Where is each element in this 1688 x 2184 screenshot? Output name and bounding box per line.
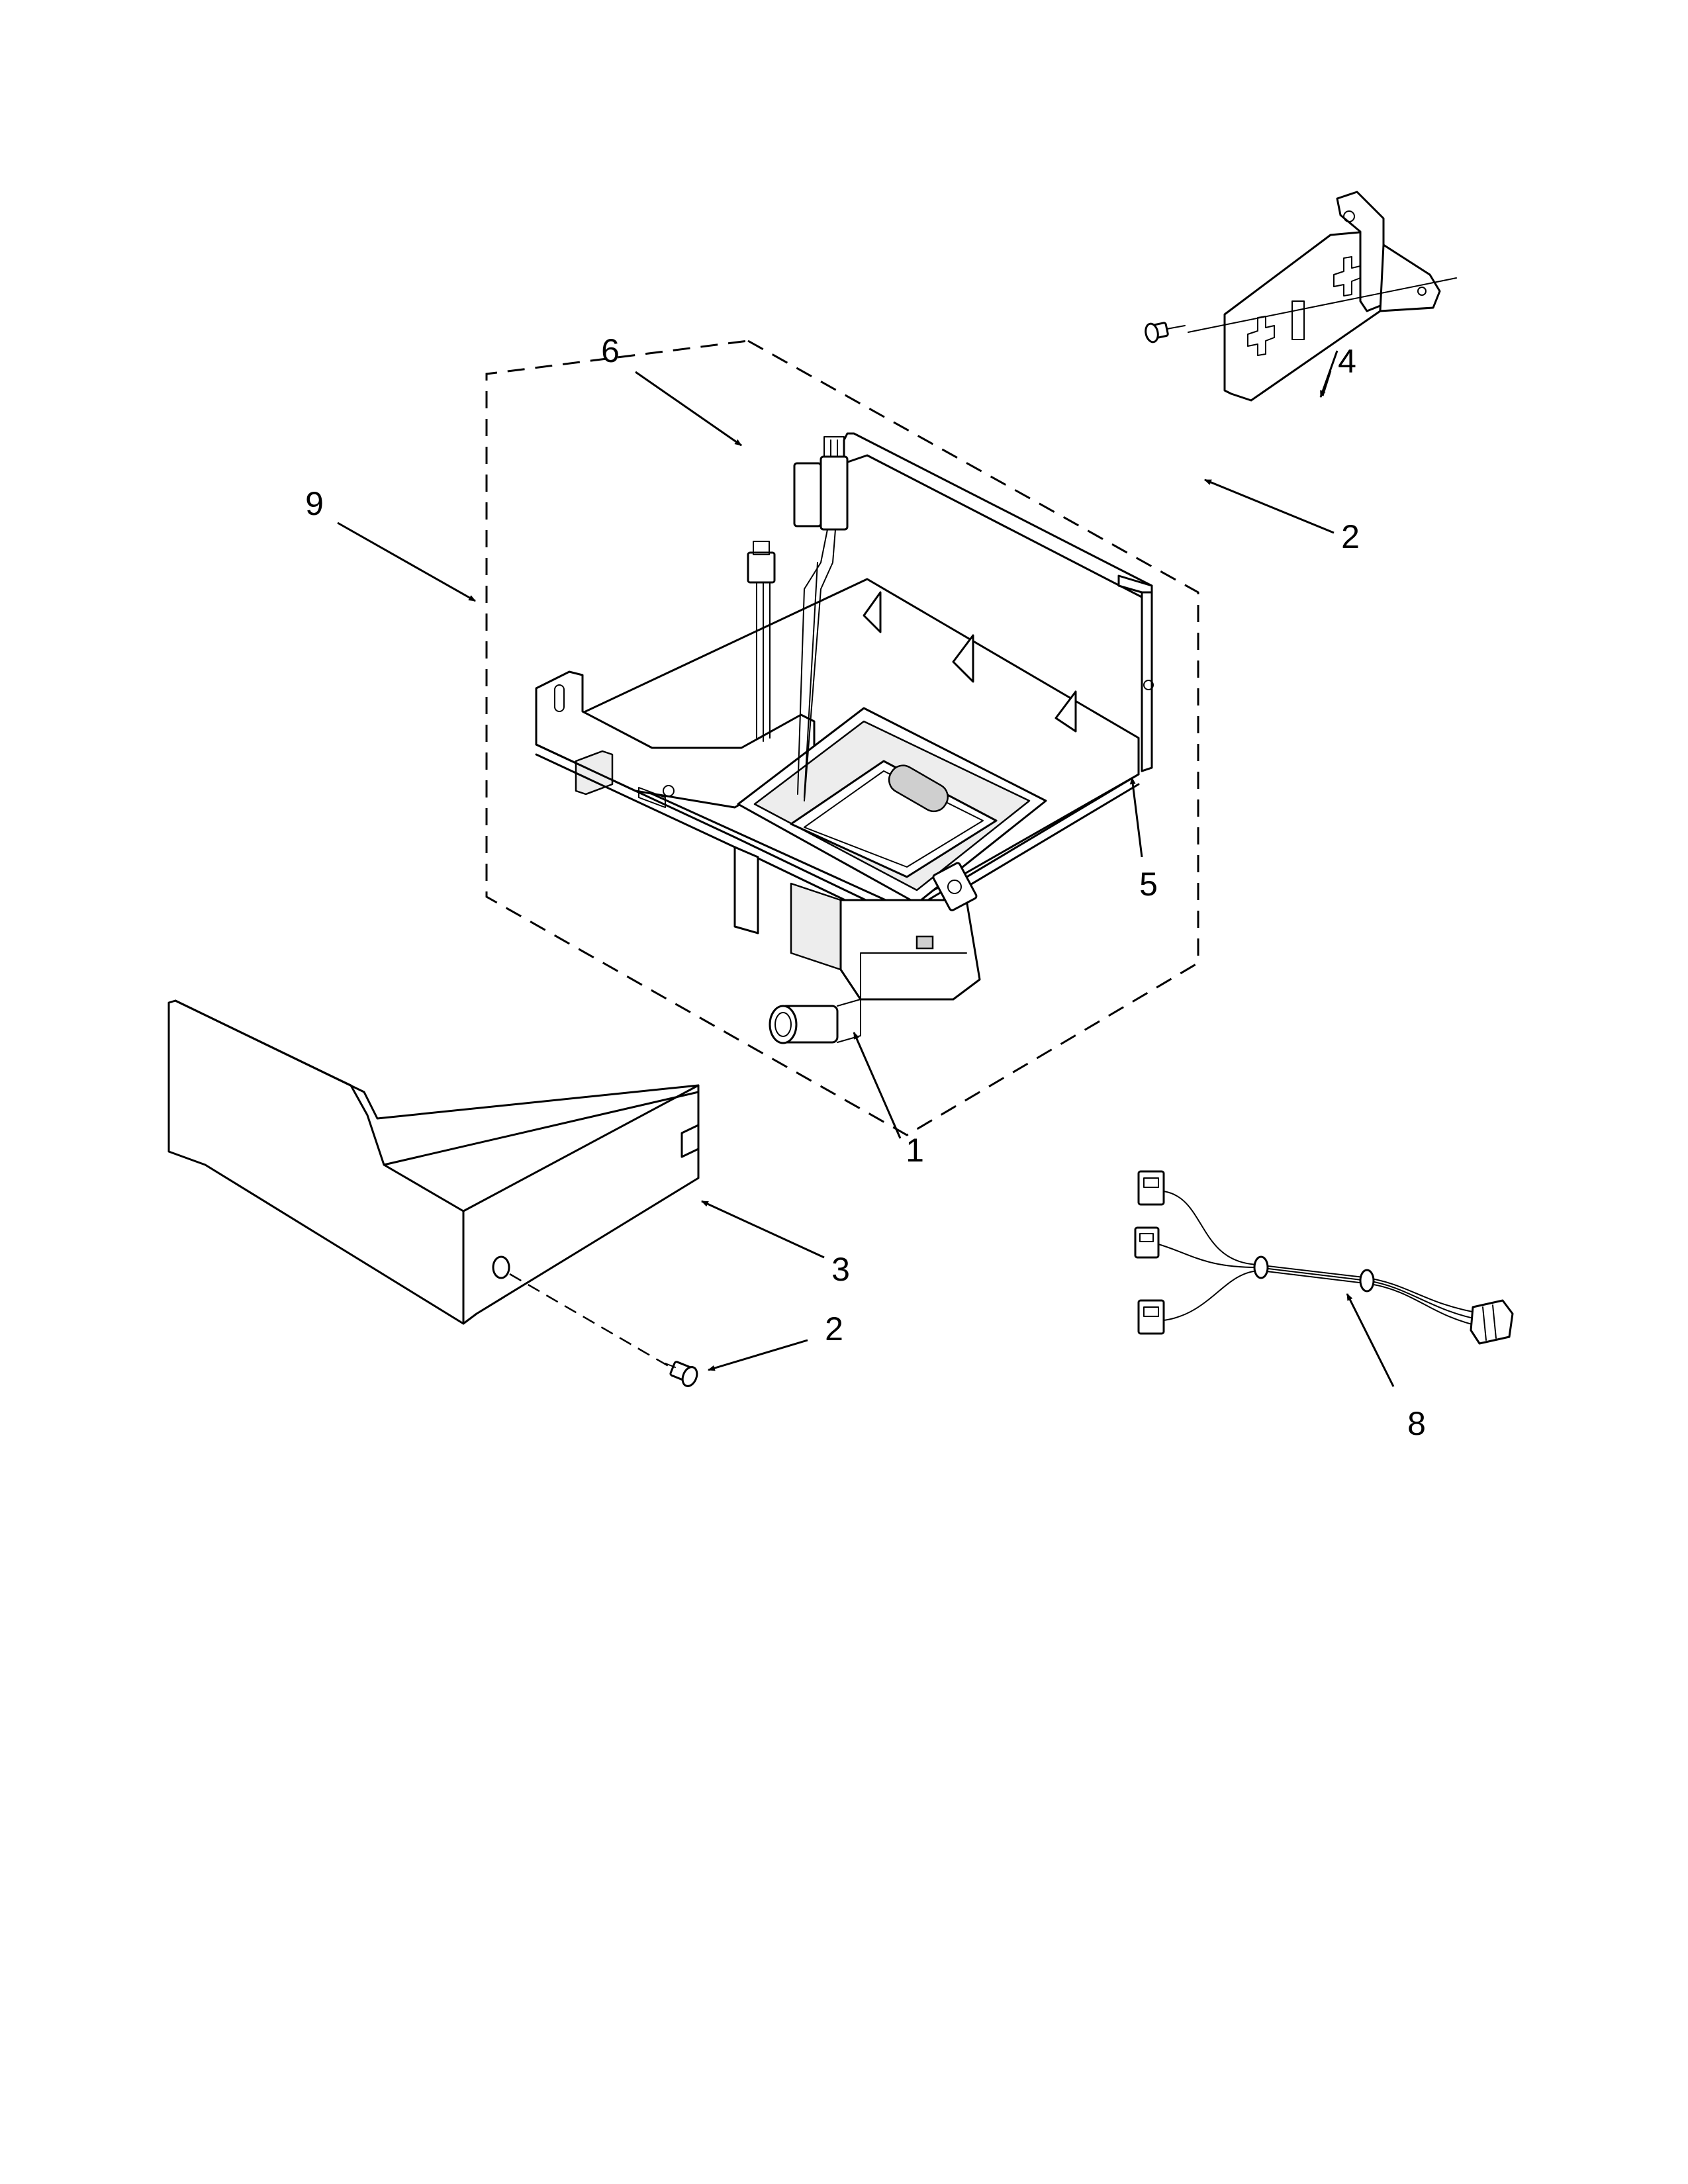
callout-labels: 9 6 4 2 5 1 3 2 8 [305, 332, 1426, 1442]
side-bracket-part [1188, 191, 1457, 402]
callout-9: 9 [305, 485, 324, 522]
wire-harness-part [747, 436, 849, 801]
callout-3: 3 [831, 1251, 850, 1288]
callout-1: 1 [906, 1132, 924, 1169]
leader-lines [337, 350, 1395, 1387]
callout-4: 4 [1338, 343, 1356, 380]
wiring-harness-part [1134, 1170, 1514, 1345]
callout-2-top: 2 [1341, 518, 1360, 555]
callout-2-bottom: 2 [825, 1310, 843, 1347]
screw-bottom-part [509, 1273, 698, 1387]
callout-6: 6 [601, 332, 620, 369]
callout-5: 5 [1139, 866, 1158, 903]
pump-reservoir-part [733, 707, 1047, 1044]
assembly-boundary-dashed [485, 340, 1199, 1136]
screw-top-part [1145, 322, 1186, 343]
cover-panel-part [167, 999, 700, 1325]
callout-8: 8 [1407, 1405, 1426, 1442]
